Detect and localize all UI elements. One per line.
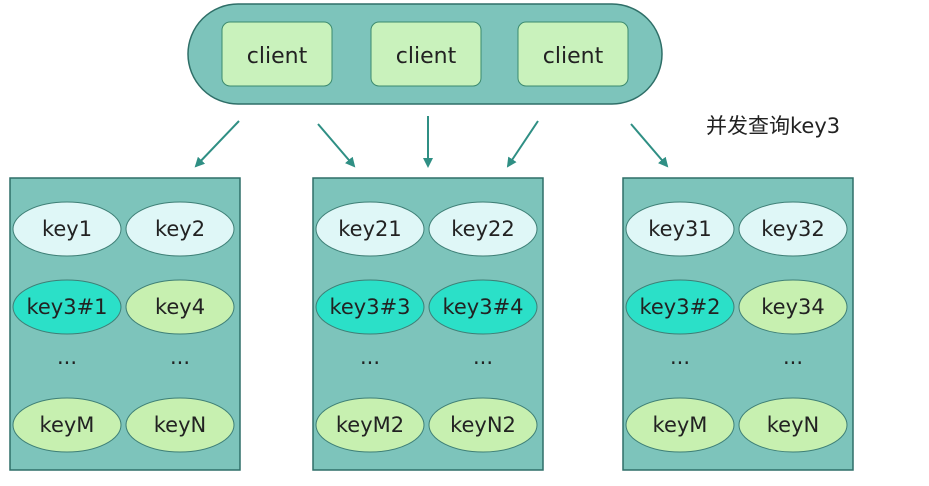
key-label: key21 xyxy=(338,217,401,241)
key-ellipse: key31 xyxy=(625,201,735,257)
key-ellipse: key4 xyxy=(125,279,235,335)
arrow xyxy=(317,123,356,168)
key-ellipse: key3#3 xyxy=(315,279,425,335)
key-label: key3#1 xyxy=(26,295,107,319)
key-label: keyN xyxy=(154,413,206,437)
key-label: key22 xyxy=(451,217,514,241)
client-label: client xyxy=(247,44,308,69)
client-label: client xyxy=(543,44,604,69)
key-label: ... xyxy=(170,345,190,369)
key-label: keyM xyxy=(40,413,95,437)
key-ellipse: key3#4 xyxy=(428,279,538,335)
key-ellipse: keyM xyxy=(625,397,735,453)
key-ellipse: key34 xyxy=(738,279,848,335)
ellipsis-marker: ... xyxy=(57,345,77,369)
ellipsis-marker: ... xyxy=(170,345,190,369)
key-ellipse: keyN xyxy=(125,397,235,453)
ellipsis-marker: ... xyxy=(783,345,803,369)
client-box: client xyxy=(370,21,482,87)
key-label: key1 xyxy=(42,217,92,241)
ellipsis-marker: ... xyxy=(360,345,380,369)
diagram-title: 并发查询key3 xyxy=(706,114,841,138)
key-label: key3#3 xyxy=(329,295,410,319)
key-label: ... xyxy=(360,345,380,369)
key-label: keyN xyxy=(767,413,819,437)
key-label: ... xyxy=(57,345,77,369)
key-label: key2 xyxy=(155,217,205,241)
key-label: ... xyxy=(783,345,803,369)
key-label: key32 xyxy=(761,217,824,241)
key-label: key31 xyxy=(648,217,711,241)
key-label: key3#4 xyxy=(442,295,523,319)
ellipsis-marker: ... xyxy=(670,345,690,369)
key-ellipse: key3#1 xyxy=(12,279,122,335)
arrow xyxy=(630,123,669,168)
key-label: key34 xyxy=(761,295,824,319)
key-label: keyN2 xyxy=(450,413,516,437)
key-ellipse: key22 xyxy=(428,201,538,257)
ellipsis-marker: ... xyxy=(473,345,493,369)
key-label: keyM xyxy=(653,413,708,437)
key-ellipse: key2 xyxy=(125,201,235,257)
key-ellipse: key32 xyxy=(738,201,848,257)
key-ellipse: keyN xyxy=(738,397,848,453)
key-ellipse: keyM xyxy=(12,397,122,453)
key-ellipse: key1 xyxy=(12,201,122,257)
client-label: client xyxy=(396,44,457,69)
key-label: ... xyxy=(473,345,493,369)
key-ellipse: key3#2 xyxy=(625,279,735,335)
key-label: key3#2 xyxy=(639,295,720,319)
key-label: key4 xyxy=(155,295,205,319)
key-ellipse: keyN2 xyxy=(428,397,538,453)
key-label: ... xyxy=(670,345,690,369)
key-ellipse: key21 xyxy=(315,201,425,257)
client-box: client xyxy=(221,21,333,87)
key-label: keyM2 xyxy=(336,413,404,437)
client-box: client xyxy=(517,21,629,87)
arrow xyxy=(506,120,539,168)
arrow xyxy=(194,120,240,168)
key-ellipse: keyM2 xyxy=(315,397,425,453)
